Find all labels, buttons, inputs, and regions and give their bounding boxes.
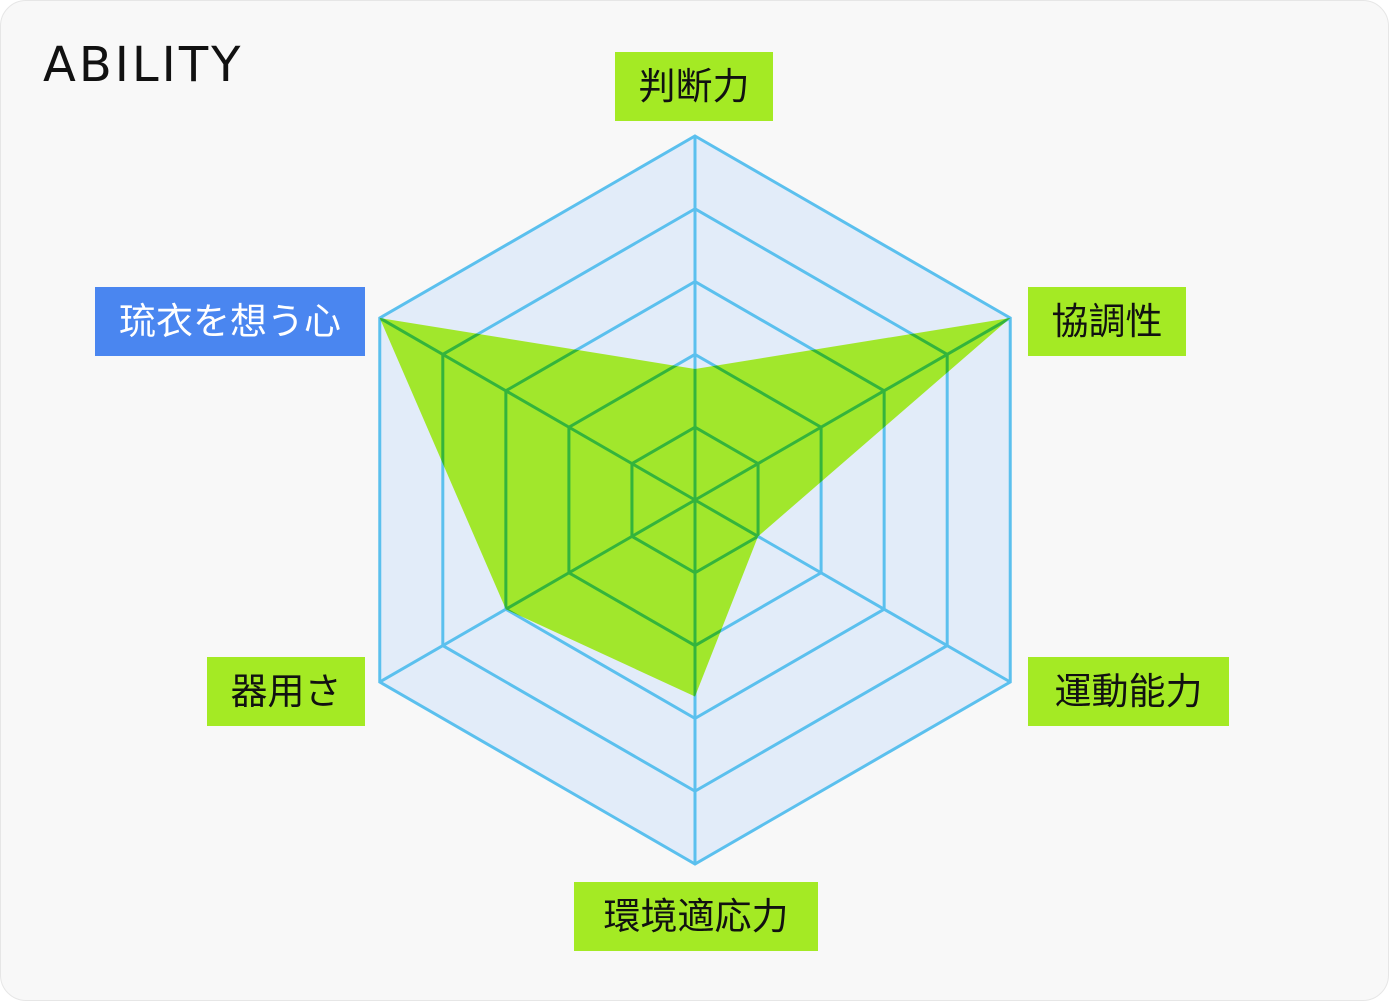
axis-label-athletic-ability: 運動能力 bbox=[1028, 657, 1229, 726]
axis-label-adaptability: 環境適応力 bbox=[574, 882, 818, 951]
axis-label-judgment: 判断力 bbox=[615, 52, 773, 121]
axis-label-cooperation: 協調性 bbox=[1028, 287, 1186, 356]
area-grid-spoke-5 bbox=[379, 318, 696, 502]
area-grid-spoke-1 bbox=[694, 318, 1011, 502]
axis-label-dexterity: 器用さ bbox=[207, 657, 365, 726]
chart-title: ABILITY bbox=[43, 37, 244, 93]
axis-label-thinking-of-rui: 琉衣を想う心 bbox=[95, 287, 365, 356]
